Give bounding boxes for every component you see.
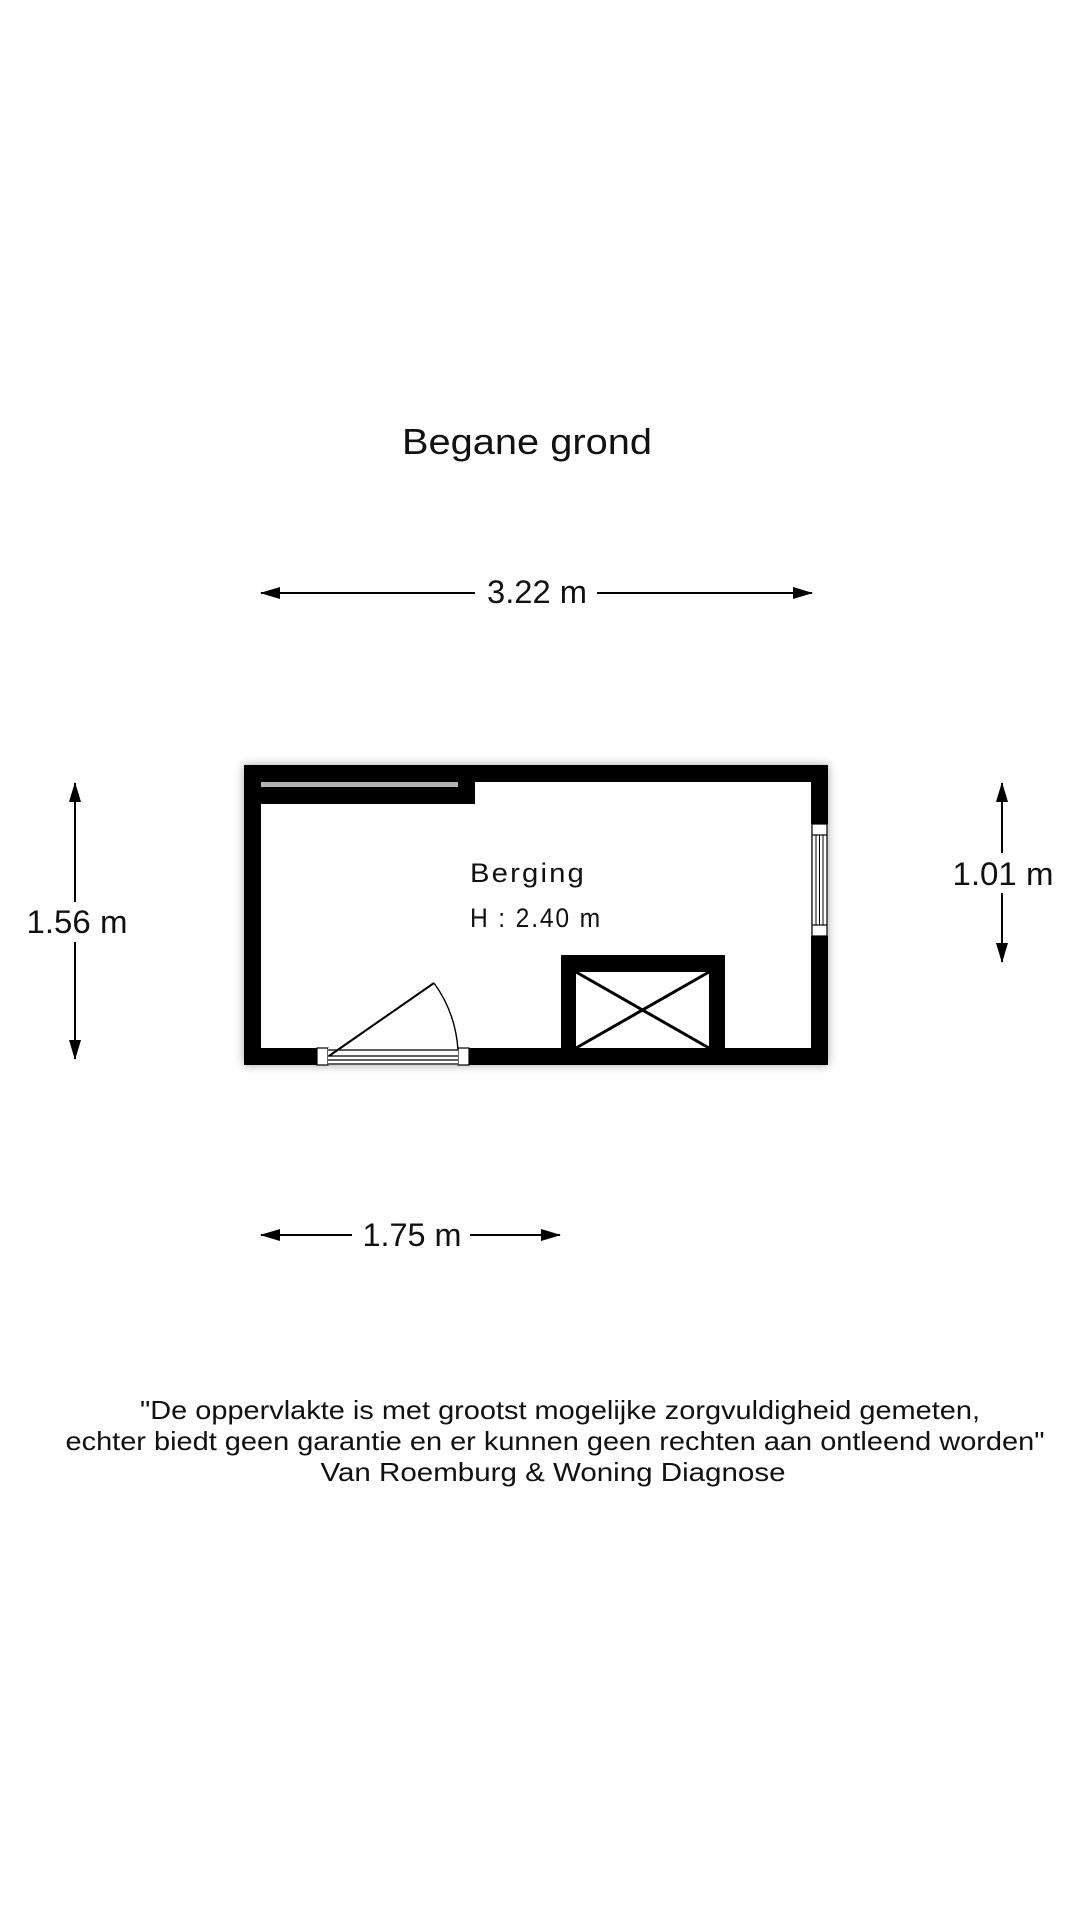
- disclaimer: "De oppervlakte is met grootst mogelijke…: [66, 1395, 1045, 1487]
- shaft-wall-right: [709, 955, 725, 1048]
- disclaimer-line-3: Van Roemburg & Woning Diagnose: [321, 1457, 786, 1487]
- shaft-wall-left: [561, 955, 576, 1048]
- window-right: [811, 823, 828, 937]
- wall-right-upper: [811, 765, 828, 824]
- disclaimer-line-1: "De oppervlakte is met grootst mogelijke…: [140, 1395, 980, 1425]
- door-swing-arc: [433, 982, 459, 1051]
- door-jamb-right: [457, 1047, 470, 1066]
- dimension-width-partial: 1.75 m: [260, 1217, 561, 1253]
- shaft-wall-top: [561, 955, 725, 972]
- room-name: Berging: [470, 858, 586, 888]
- disclaimer-line-2: echter biedt geen garantie en er kunnen …: [66, 1426, 1045, 1456]
- wall-bottom-left: [244, 1048, 317, 1065]
- dimension-width-total: 3.22 m: [260, 574, 813, 610]
- floor-title: Begane grond: [402, 421, 652, 462]
- dimension-depth-left: 1.56 m: [27, 782, 128, 1060]
- door: [316, 982, 470, 1066]
- wall-right-lower: [811, 936, 828, 1065]
- dimension-label: 1.01 m: [953, 856, 1054, 892]
- room-height: H : 2.40 m: [470, 903, 602, 933]
- door-leaf: [328, 982, 435, 1057]
- dimension-label: 1.56 m: [27, 904, 128, 940]
- shaft-cross-line: [575, 970, 710, 1050]
- shaft: [561, 955, 725, 1050]
- wall-left: [244, 765, 261, 1065]
- wall-bottom-right: [469, 1048, 828, 1065]
- dimension-label: 1.75 m: [363, 1217, 462, 1253]
- door-jamb-left: [316, 1047, 329, 1066]
- dimension-label: 3.22 m: [487, 574, 587, 610]
- dimension-depth-right: 1.01 m: [953, 782, 1054, 963]
- cabinet-strip: [261, 782, 458, 787]
